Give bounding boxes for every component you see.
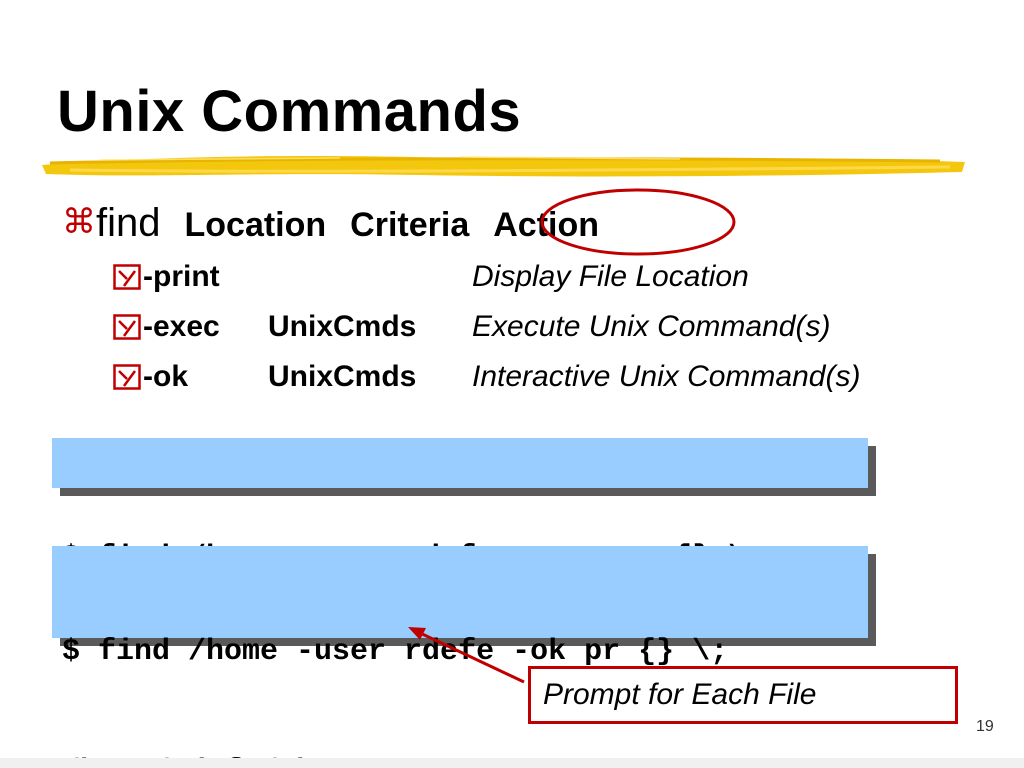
checkbox-bullet-icon (113, 364, 141, 390)
option-description: Interactive Unix Command(s) (472, 360, 861, 393)
arg-location: Location (184, 206, 327, 244)
slide-title: Unix Commands (57, 79, 522, 144)
code-line: $ find /home -user rdefe -ok pr {} \; (62, 635, 729, 669)
footer-band (0, 758, 1024, 768)
option-name: -exec (143, 310, 220, 343)
title-underline-brush-stroke (42, 156, 965, 177)
page-number: 19 (976, 718, 994, 735)
option-name: -ok (143, 360, 188, 393)
sub-bullet-ok: -ok UnixCmds Interactive Unix Command(s) (113, 357, 860, 397)
callout-box: Prompt for Each File (528, 666, 958, 724)
find-command: find (96, 201, 161, 245)
callout-arrowhead (408, 627, 426, 640)
action-highlight-circle (540, 188, 736, 256)
checkbox-bullet-icon (113, 314, 141, 340)
sub-bullet-print: -print Display File Location (113, 257, 749, 297)
checkbox-bullet-icon (113, 264, 141, 290)
option-description: Display File Location (472, 260, 749, 293)
callout-arrow-line (417, 630, 525, 684)
arg-criteria: Criteria (350, 206, 470, 244)
option-commands: UnixCmds (268, 360, 417, 393)
option-name: -print (143, 260, 220, 293)
code-example-ok: $ find /home -user rdefe -ok pr {} \; /h… (52, 546, 868, 768)
command-key-bullet-icon: ⌘ (62, 202, 96, 242)
option-commands: UnixCmds (268, 310, 417, 343)
sub-bullet-exec: -exec UnixCmds Execute Unix Command(s) (113, 307, 830, 347)
option-description: Execute Unix Command(s) (472, 310, 831, 343)
